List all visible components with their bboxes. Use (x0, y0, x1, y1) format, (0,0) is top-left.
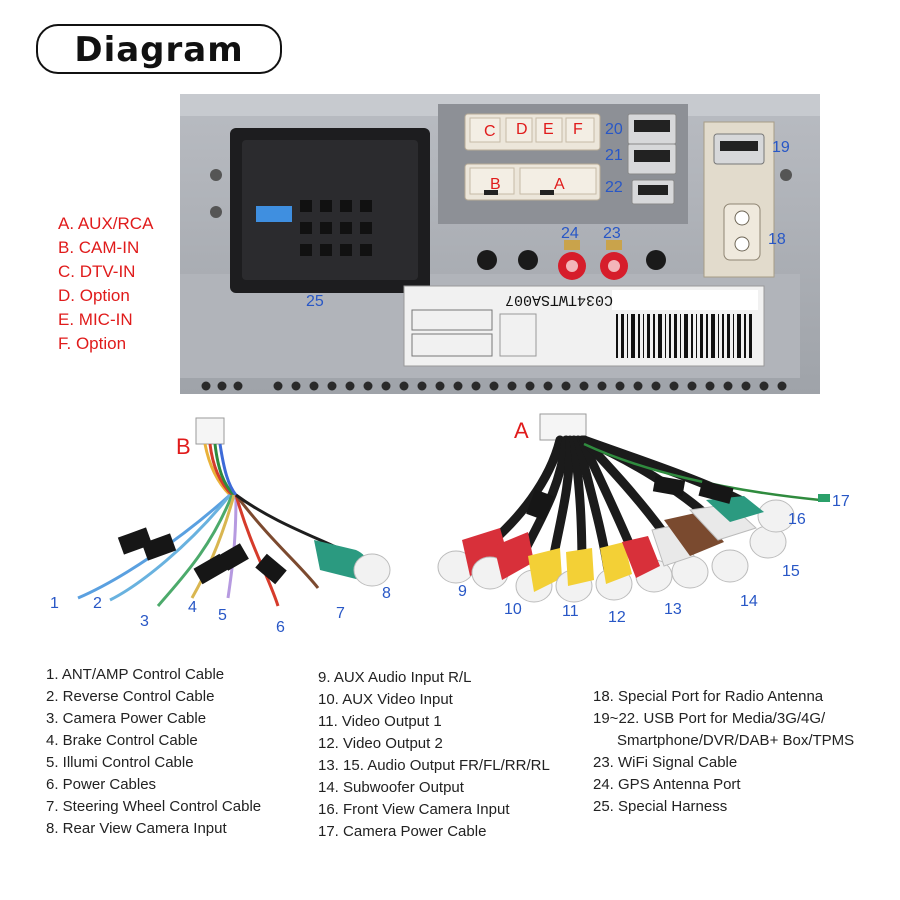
description-item: 6. Power Cables (46, 776, 157, 793)
cable-number-9: 9 (458, 583, 467, 600)
harness-b (77, 417, 391, 607)
harness-a-tag: A (514, 418, 529, 443)
legend-item-f: F. Option (58, 334, 127, 353)
radio-antenna-module (703, 121, 775, 278)
blue-fuse (256, 206, 292, 222)
cable-number-11: 11 (562, 603, 579, 620)
description-item: 1. ANT/AMP Control Cable (46, 666, 225, 683)
cable-number-4: 4 (188, 599, 197, 616)
port-number-21: 21 (605, 147, 623, 164)
description-item: 12. Video Output 2 (318, 735, 443, 752)
port-label-a: A (554, 176, 565, 193)
cable-number-2: 2 (93, 595, 102, 612)
legend-item-d: D. Option (58, 286, 130, 305)
description-item: 13. 15. Audio Output FR/FL/RR/RL (318, 757, 550, 774)
description-item: 24. GPS Antenna Port (593, 776, 741, 793)
port-label-c: C (484, 123, 496, 140)
diagram-drawing: C D E F B A 20 21 22 19 18 24 23 25 C034… (50, 94, 850, 636)
legend-item-e: E. MIC-IN (58, 310, 133, 329)
description-column-1: 1. ANT/AMP Control Cable 2. Reverse Cont… (46, 664, 261, 840)
description-item: 4. Brake Control Cable (46, 732, 198, 749)
description-item: 2. Reverse Control Cable (46, 688, 215, 705)
port-number-19: 19 (772, 139, 790, 156)
cable-number-16: 16 (788, 511, 806, 528)
port-label-e: E (543, 121, 554, 138)
screw (210, 206, 222, 218)
round-port (518, 250, 538, 270)
label-sticker (403, 285, 765, 367)
description-item: Smartphone/DVR/DAB+ Box/TPMS (617, 732, 855, 749)
cable-number-1: 1 (50, 595, 59, 612)
harness-b-tag: B (176, 434, 191, 459)
connector-block-cdef (464, 113, 601, 151)
usb-ports (627, 113, 677, 205)
harness-b-plug (195, 417, 225, 445)
description-item: 18. Special Port for Radio Antenna (593, 688, 824, 705)
gps-antenna-port (558, 240, 586, 280)
description-item: 8. Rear View Camera Input (46, 820, 227, 837)
port-number-22: 22 (605, 179, 623, 196)
model-code: C034TWTSA007 (505, 291, 613, 308)
special-harness-port (230, 128, 430, 293)
description-column-2: 9. AUX Audio Input R/L 10. AUX Video Inp… (318, 667, 550, 843)
cable-number-7: 7 (336, 605, 345, 622)
cable-number-5: 5 (218, 607, 227, 624)
port-label-f: F (573, 121, 583, 138)
description-item: 3. Camera Power Cable (46, 710, 207, 727)
legend-item-a: A. AUX/RCA (58, 214, 154, 233)
description-column-3: 18. Special Port for Radio Antenna 19~22… (593, 686, 854, 818)
port-number-24: 24 (561, 225, 579, 242)
cable-number-15: 15 (782, 563, 800, 580)
head-unit (180, 94, 820, 394)
wifi-signal-port (600, 240, 628, 280)
description-item: 7. Steering Wheel Control Cable (46, 798, 262, 815)
cable-number-12: 12 (608, 609, 626, 626)
cable-number-8: 8 (382, 585, 391, 602)
cable-number-17: 17 (832, 493, 850, 510)
description-item: 14. Subwoofer Output (318, 779, 464, 796)
cable-number-6: 6 (276, 619, 285, 636)
cable-number-14: 14 (740, 593, 758, 610)
description-item: 11. Video Output 1 (318, 713, 442, 730)
port-number-25: 25 (306, 293, 324, 310)
description-item: 5. Illumi Control Cable (46, 754, 194, 771)
harness-a (437, 413, 830, 603)
port-number-23: 23 (603, 225, 621, 242)
screw (780, 169, 792, 181)
description-item: 19~22. USB Port for Media/3G/4G/ (593, 710, 826, 727)
port-label-b: B (490, 176, 501, 193)
round-port (646, 250, 666, 270)
description-item: 16. Front View Camera Input (318, 801, 510, 818)
vent-holes (201, 381, 787, 391)
cable-number-10: 10 (504, 601, 522, 618)
description-item: 23. WiFi Signal Cable (593, 754, 738, 771)
title-box: Diagram (36, 24, 282, 74)
cable-number-3: 3 (140, 613, 149, 630)
screw (210, 169, 222, 181)
legend-item-b: B. CAM-IN (58, 238, 140, 257)
round-port (477, 250, 497, 270)
port-number-18: 18 (768, 231, 786, 248)
description-item: 9. AUX Audio Input R/L (318, 669, 472, 686)
description-item: 17. Camera Power Cable (318, 823, 487, 840)
rca-plug-8-tip (353, 553, 391, 587)
cable-number-13: 13 (664, 601, 682, 618)
legend-item-c: C. DTV-IN (58, 262, 136, 281)
connector-legend: A. AUX/RCA B. CAM-IN C. DTV-IN D. Option… (58, 212, 153, 356)
description-item: 10. AUX Video Input (318, 691, 453, 708)
port-label-d: D (516, 121, 528, 138)
port-number-20: 20 (605, 121, 623, 138)
description-item: 25. Special Harness (593, 798, 728, 815)
connector-block-ba (464, 163, 601, 201)
page-title: Diagram (74, 30, 244, 70)
